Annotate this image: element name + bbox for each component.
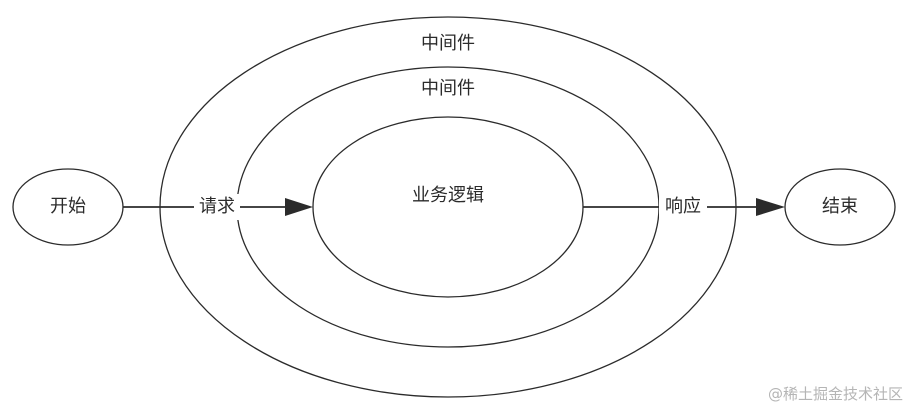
- request-arrowhead: [285, 198, 313, 216]
- end-node-label: 结束: [822, 196, 858, 217]
- response-arrowhead: [756, 198, 785, 216]
- response-label-background: [659, 194, 707, 220]
- business-logic-label: 业务逻辑: [412, 185, 484, 206]
- watermark-text: @稀土掘金技术社区: [767, 385, 903, 403]
- request-edge: 请求: [123, 194, 313, 220]
- outer-middleware-label: 中间件: [421, 33, 475, 54]
- response-edge: 响应: [583, 194, 785, 220]
- request-label-background: [194, 194, 240, 220]
- start-node-label: 开始: [50, 196, 86, 217]
- business-logic-ellipse: [312, 116, 584, 298]
- request-edge-label: 请求: [199, 196, 235, 217]
- response-edge-label: 响应: [665, 196, 701, 217]
- inner-middleware-label: 中间件: [421, 78, 475, 99]
